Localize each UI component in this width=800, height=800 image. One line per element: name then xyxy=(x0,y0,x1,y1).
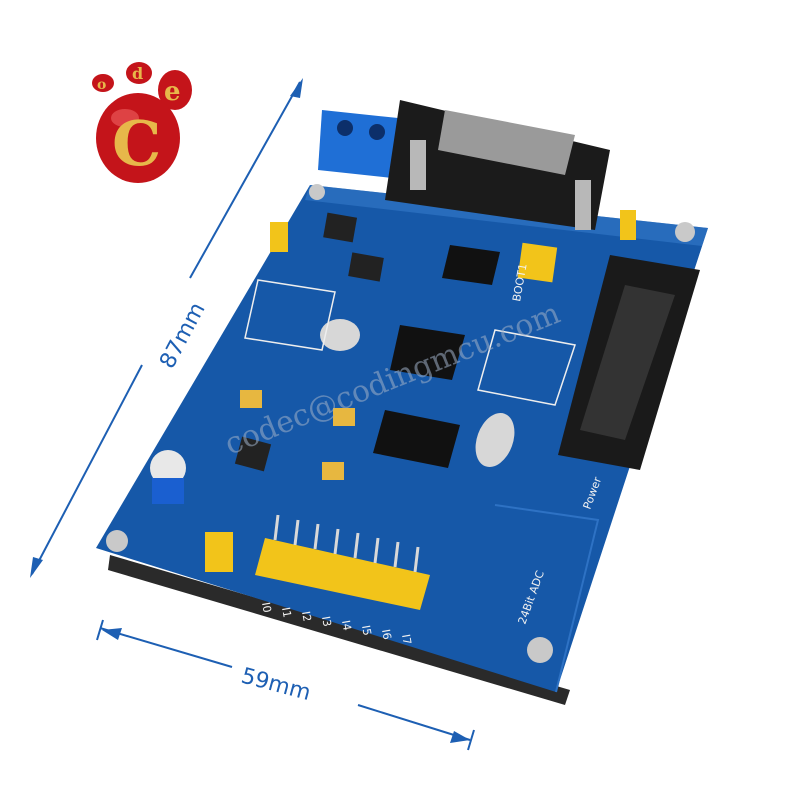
svg-text:o: o xyxy=(97,77,106,93)
svg-text:I3: I3 xyxy=(319,615,334,627)
brand-logo: o d e C xyxy=(92,62,192,183)
input-labels: I0 I1 I2 I3 I4 I5 I6 I7 xyxy=(259,601,414,645)
terminal-block xyxy=(318,110,398,178)
svg-text:I7: I7 xyxy=(399,633,414,645)
potentiometer xyxy=(150,450,186,486)
svg-text:I5: I5 xyxy=(359,624,374,636)
height-label: 87mm xyxy=(155,299,210,373)
svg-text:C: C xyxy=(112,107,161,180)
svg-text:e: e xyxy=(164,77,181,107)
width-dimension xyxy=(96,619,475,751)
pcb-board xyxy=(96,100,708,705)
svg-text:I0: I0 xyxy=(259,601,274,613)
svg-text:I6: I6 xyxy=(379,628,394,640)
height-dimension xyxy=(30,78,303,578)
adc-chip xyxy=(373,410,460,468)
width-label: 59mm xyxy=(238,664,313,706)
svg-text:I1: I1 xyxy=(279,606,294,618)
svg-text:I4: I4 xyxy=(339,619,354,631)
input-header xyxy=(255,538,430,610)
svg-text:I2: I2 xyxy=(299,610,314,622)
svg-text:d: d xyxy=(132,64,143,83)
mcu-chip xyxy=(390,325,465,380)
